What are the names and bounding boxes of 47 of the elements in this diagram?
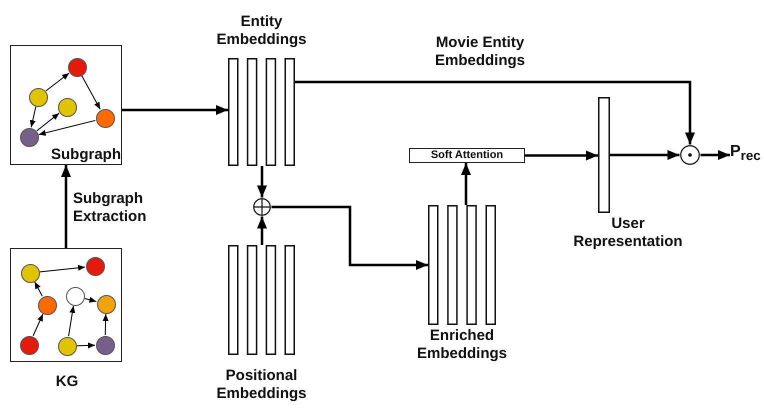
output-label: P$_{rec}$ xyxy=(730,143,761,166)
arrow xyxy=(700,150,730,160)
arrow xyxy=(76,342,96,348)
vector-label: Entity Embeddings xyxy=(215,13,308,49)
arrow xyxy=(45,72,70,92)
arrow xyxy=(38,120,96,136)
panel-title: Subgraph xyxy=(50,146,121,164)
arrow xyxy=(461,163,471,205)
arrow xyxy=(81,75,101,110)
arrow xyxy=(257,166,267,198)
graph-vertex xyxy=(66,286,84,306)
arrow xyxy=(272,206,428,270)
graph-panel xyxy=(10,45,122,165)
graph-vertex xyxy=(96,294,116,314)
block-title: Soft Attention xyxy=(430,149,504,162)
graph-vertex xyxy=(20,264,40,282)
arrow xyxy=(525,150,598,160)
arrow xyxy=(61,165,71,248)
arrow xyxy=(30,106,36,128)
attention-block xyxy=(409,148,525,163)
arrow xyxy=(102,314,109,336)
graph-vertex xyxy=(68,58,86,76)
graph-vertex xyxy=(86,256,104,276)
arrow xyxy=(36,112,60,132)
panel-title: KG xyxy=(54,373,80,391)
graph-vertex xyxy=(58,336,76,356)
arrow xyxy=(295,80,695,144)
graph-vertex xyxy=(20,336,38,354)
vector-label: Enriched Embeddings xyxy=(416,327,508,363)
graph-vertex xyxy=(20,128,38,146)
arrow xyxy=(39,264,86,272)
graph-vertex xyxy=(58,98,76,116)
arrow xyxy=(34,281,43,297)
graph-vertex xyxy=(96,108,114,128)
graph-vertex xyxy=(96,336,114,354)
arrow xyxy=(32,314,44,336)
arrow xyxy=(610,150,680,160)
addition-symbol xyxy=(253,198,271,216)
dot-product-symbol xyxy=(680,145,700,165)
vector-label: Positional Embeddings xyxy=(215,367,308,403)
graph-vertex xyxy=(28,88,48,106)
vector-label: User Representation xyxy=(572,215,684,251)
arrow xyxy=(257,216,267,245)
arrow xyxy=(84,296,97,303)
arrow xyxy=(68,305,76,337)
arrow xyxy=(122,105,228,115)
graph-vertex xyxy=(38,296,56,314)
